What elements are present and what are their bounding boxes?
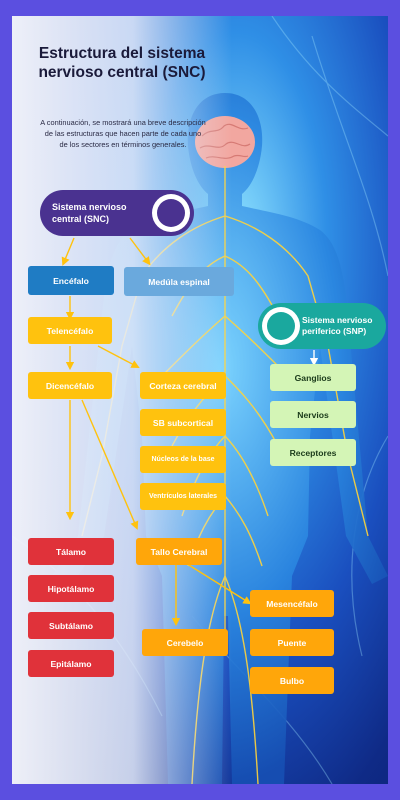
snp-part: Nervios [270, 401, 356, 428]
snp-circle-icon [262, 307, 300, 345]
intro-text: A continuación, se mostrará una breve de… [40, 118, 206, 149]
diencefalo-part: Epitálamo [28, 650, 114, 677]
snp-pill: Sistema nervioso periferico (SNP) [258, 303, 386, 349]
snc-label: Sistema nervioso central (SNC) [52, 202, 127, 224]
telencefalo-part: Ventrículos laterales [140, 483, 226, 510]
cerebelo-box: Cerebelo [142, 629, 228, 656]
encefalo-box: Encéfalo [28, 266, 114, 295]
diencefalo-part: Tálamo [28, 538, 114, 565]
diencefalo-box: Dicencéfalo [28, 372, 112, 399]
telencefalo-part: Núcleos de la base [140, 446, 226, 473]
medula-box: Medúla espinal [124, 267, 234, 296]
page-title: Estructura del sistema nervioso central … [38, 45, 206, 81]
snp-part: Receptores [270, 439, 356, 466]
infographic-card: Estructura del sistema nervioso central … [12, 16, 388, 784]
tallo-part: Mesencéfalo [250, 590, 334, 617]
telencefalo-part: Corteza cerebral [140, 372, 226, 399]
tallo-part: Bulbo [250, 667, 334, 694]
snp-label: Sistema nervioso periferico (SNP) [302, 315, 373, 336]
tallo-part: Puente [250, 629, 334, 656]
telencefalo-box: Telencéfalo [28, 317, 112, 344]
snp-part: Ganglios [270, 364, 356, 391]
diencefalo-part: Hipotálamo [28, 575, 114, 602]
telencefalo-part: SB subcortical [140, 409, 226, 436]
diencefalo-part: Subtálamo [28, 612, 114, 639]
snc-circle-icon [152, 194, 190, 232]
snc-pill: Sistema nervioso central (SNC) [40, 190, 194, 236]
connector-arrows [61, 237, 319, 627]
tallo-box: Tallo Cerebral [136, 538, 222, 565]
